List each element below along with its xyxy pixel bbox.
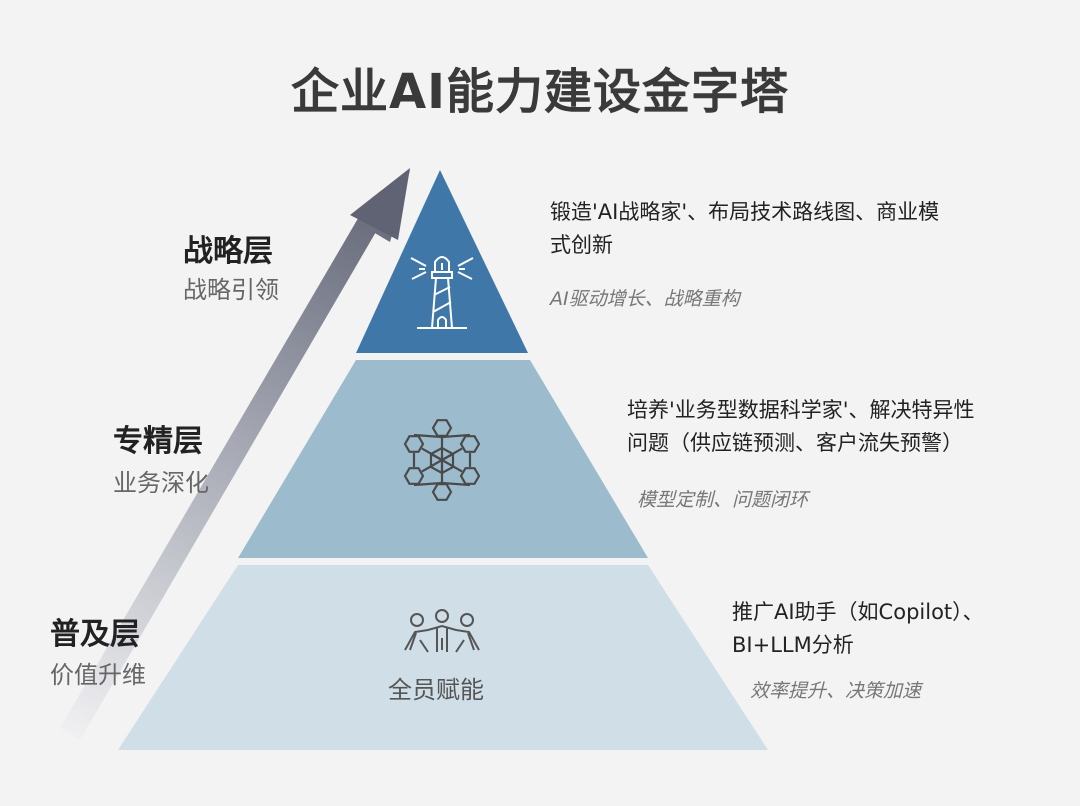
tier-bottom [118,565,768,750]
lighthouse-icon [410,256,474,329]
tier-bottom-outcome: 效率提升、决策加速 [750,680,922,702]
page-title: 企业AI能力建设金字塔 [290,64,789,120]
tier-top-outcome: AI驱动增长、战略重构 [550,288,740,310]
description-line: 推广AI助手（如Copilot）、 [732,600,984,624]
tier-top-description: 锻造'AI战略家'、布局技术路线图、商业模 式创新 [550,196,939,262]
tier-bottom-name: 普及层 [50,617,140,652]
tier-top-subtitle: 战略引领 [183,276,279,304]
tier-bottom-subtitle: 价值升维 [50,661,146,689]
description-line: BI+LLM分析 [732,633,854,657]
tier-middle-subtitle: 业务深化 [113,469,209,497]
description-line: 式创新 [550,233,613,257]
tier-middle-name: 专精层 [113,424,203,459]
tier-middle-outcome: 模型定制、问题闭环 [637,489,809,511]
description-line: 锻造'AI战略家'、布局技术路线图、商业模 [550,200,940,224]
team-icon [404,609,480,653]
tier-bottom-center-label: 全员赋能 [388,676,484,704]
growth-arrow-icon [60,168,410,740]
description-line: 培养'业务型数据科学家'、解决特异性 [627,398,975,422]
tier-top-name: 战略层 [183,234,273,269]
tier-top [356,170,528,353]
tier-middle-description: 培养'业务型数据科学家'、解决特异性 问题（供应链预测、客户流失预警） [627,394,975,460]
description-line: 问题（供应链预测、客户流失预警） [627,431,963,455]
tier-bottom-description: 推广AI助手（如Copilot）、 BI+LLM分析 [732,596,984,662]
hexagon-network-icon [403,419,481,501]
